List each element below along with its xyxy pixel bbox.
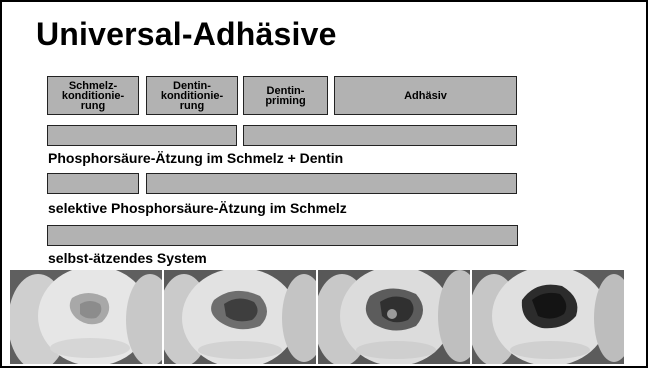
system2-adhesive-bar (146, 173, 517, 194)
tooth-photo-3 (318, 270, 470, 364)
tooth-photo-2 (164, 270, 316, 364)
system1-adhesive-bar (243, 125, 517, 146)
step-label: Schmelz- konditionie- rung (62, 81, 124, 111)
system1-label: Phosphorsäure-Ätzung im Schmelz + Dentin (48, 150, 343, 166)
tooth-photo-1 (10, 270, 162, 364)
step-label: Dentin- priming (265, 86, 305, 106)
step-schmelzkonditionierung: Schmelz- konditionie- rung (47, 76, 139, 115)
step-label: Dentin- konditionie- rung (161, 81, 223, 111)
step-adhaesiv: Adhäsiv (334, 76, 517, 115)
system1-etch-bar (47, 125, 237, 146)
tooth-photo-4 (472, 270, 624, 364)
step-dentinpriming: Dentin- priming (243, 76, 328, 115)
system2-label: selektive Phosphorsäure-Ätzung im Schmel… (48, 200, 347, 216)
slide-title: Universal-Adhäsive (36, 16, 337, 53)
system3-label: selbst-ätzendes System (48, 250, 207, 266)
system2-etch-bar (47, 173, 139, 194)
step-label: Adhäsiv (404, 91, 447, 101)
system3-adhesive-bar (47, 225, 518, 246)
step-dentinkonditionierung: Dentin- konditionie- rung (146, 76, 238, 115)
